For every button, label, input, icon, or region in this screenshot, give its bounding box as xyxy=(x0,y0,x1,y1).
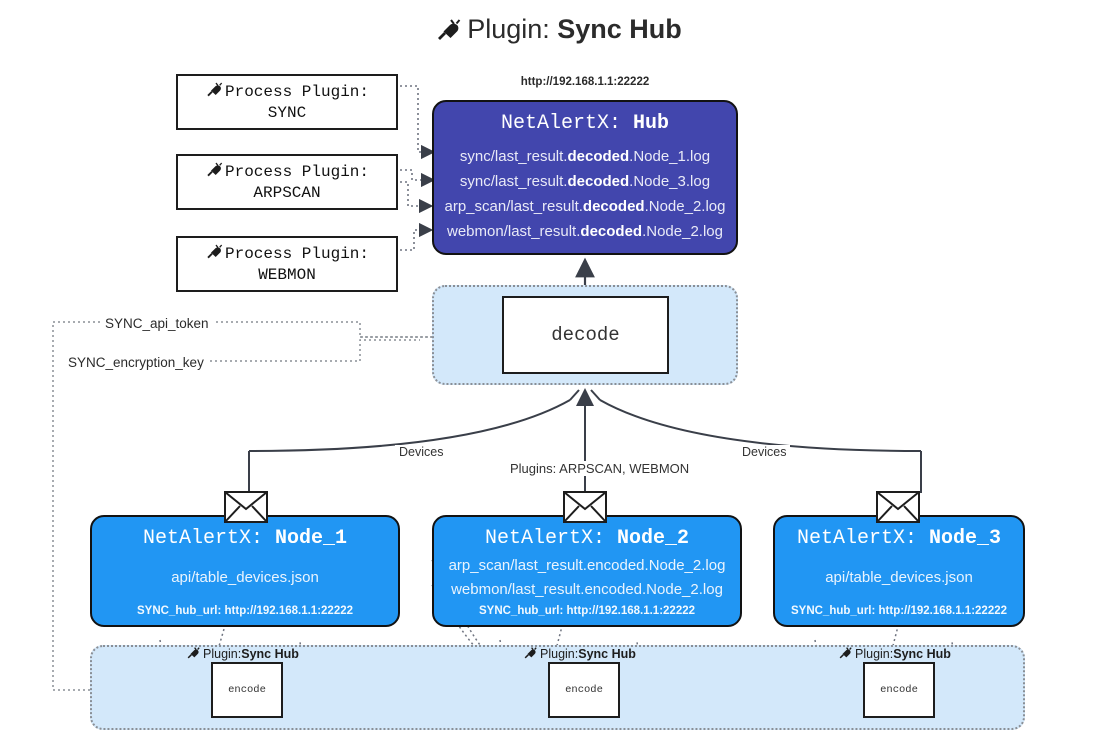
encode-box-3[interactable]: encode xyxy=(863,662,935,718)
node-box-node-1[interactable]: NetAlertX: Node_1 api/table_devices.json… xyxy=(90,515,400,627)
decode-box[interactable]: decode xyxy=(502,296,669,374)
process-plugin-heading: Process Plugin: xyxy=(224,245,370,263)
encoder-plugin-name: Sync Hub xyxy=(578,647,636,661)
node-hub-url: SYNC_hub_url: http://192.168.1.1:22222 xyxy=(790,605,1008,617)
node-name: Node_1 xyxy=(275,527,348,550)
encoder-plugin-name: Sync Hub xyxy=(241,647,299,661)
plug-icon xyxy=(205,161,223,183)
plug-icon xyxy=(205,81,223,103)
node-box-node-3[interactable]: NetAlertX: Node_3 api/table_devices.json… xyxy=(773,515,1025,627)
node-hub-url: SYNC_hub_url: http://192.168.1.1:22222 xyxy=(478,605,696,617)
hub-log-line: sync/last_result.decoded.Node_3.log xyxy=(460,169,710,194)
process-plugin-heading: Process Plugin: xyxy=(224,83,370,101)
encoder-plugin-name: Sync Hub xyxy=(893,647,951,661)
hub-box[interactable]: NetAlertX: Hub sync/last_result.decoded.… xyxy=(432,100,738,255)
process-plugin-box-arpscan[interactable]: Process Plugin: ARPSCAN xyxy=(176,154,398,210)
encoder-plugin-prefix: Plugin: xyxy=(855,647,894,661)
edge-label-plugins: Plugins: ARPSCAN, WEBMON xyxy=(506,461,694,476)
sync-encryption-key-label: SYNC_encryption_key xyxy=(64,355,208,370)
log-emphasis: decoded xyxy=(567,173,630,191)
edge-label-devices-right: Devices xyxy=(738,445,791,459)
hub-log-line: sync/last_result.decoded.Node_1.log xyxy=(460,144,710,169)
hub-app-name: NetAlertX: xyxy=(500,112,621,135)
encoder-plugin-prefix: Plugin: xyxy=(203,647,242,661)
hub-url-label: http://192.168.1.1:22222 xyxy=(520,76,650,88)
node-app-name: NetAlertX: xyxy=(484,527,605,550)
node-box-node-2[interactable]: NetAlertX: Node_2 arp_scan/last_result.e… xyxy=(432,515,742,627)
log-emphasis: decoded xyxy=(567,148,630,165)
encoder-plugin-prefix: Plugin: xyxy=(540,647,579,661)
encode-box-1[interactable]: encode xyxy=(211,662,283,718)
envelope-icon xyxy=(224,491,268,523)
plug-icon xyxy=(205,243,223,265)
encoder-plugin-label-1: Plugin: Sync Hub xyxy=(186,646,299,662)
log-suffix: .Node_2.log xyxy=(642,223,723,241)
log-prefix: webmon/last_result. xyxy=(447,223,581,241)
process-plugin-heading: Process Plugin: xyxy=(224,163,370,181)
node-path-line: api/table_devices.json xyxy=(171,568,319,586)
node-title: NetAlertX: Node_2 xyxy=(485,527,689,550)
page-title-name: Sync Hub xyxy=(557,14,682,44)
node-title: NetAlertX: Node_3 xyxy=(797,527,1001,550)
node-path-line: api/table_devices.json xyxy=(825,568,973,586)
node-path-line: webmon/last_result.encoded.Node_2.log xyxy=(451,580,723,598)
encoder-plugin-label-3: Plugin: Sync Hub xyxy=(838,646,951,662)
node-app-name: NetAlertX: xyxy=(796,527,917,550)
process-plugin-name: WEBMON xyxy=(258,266,316,284)
hub-title: NetAlertX: Hub xyxy=(501,112,669,135)
plug-icon xyxy=(186,646,200,662)
hub-log-line: arp_scan/last_result.decoded.Node_2.log xyxy=(445,194,726,219)
node-hub-url: SYNC_hub_url: http://192.168.1.1:22222 xyxy=(136,605,354,617)
encode-box-2[interactable]: encode xyxy=(548,662,620,718)
hub-role: Hub xyxy=(633,112,670,135)
page-title-prefix: Plugin: xyxy=(467,14,558,44)
log-prefix: arp_scan/last_result. xyxy=(444,198,583,216)
node-path-line: arp_scan/last_result.encoded.Node_2.log xyxy=(448,556,726,574)
node-name: Node_3 xyxy=(929,527,1002,550)
plug-icon xyxy=(838,646,852,662)
process-plugin-box-webmon[interactable]: Process Plugin: WEBMON xyxy=(176,236,398,292)
log-suffix: .Node_3.log xyxy=(629,173,711,191)
envelope-icon xyxy=(876,491,920,523)
process-plugin-box-sync[interactable]: Process Plugin: SYNC xyxy=(176,74,398,130)
log-emphasis: decoded xyxy=(582,198,645,216)
sync-api-token-label: SYNC_api_token xyxy=(101,316,213,331)
envelope-icon xyxy=(563,491,607,523)
log-prefix: sync/last_result. xyxy=(459,173,568,191)
log-emphasis: decoded xyxy=(580,223,643,241)
process-plugin-name: SYNC xyxy=(267,104,307,122)
log-prefix: sync/last_result. xyxy=(459,148,568,165)
edge-label-devices-left: Devices xyxy=(395,445,448,459)
node-app-name: NetAlertX: xyxy=(142,527,263,550)
encoder-plugin-label-2: Plugin: Sync Hub xyxy=(523,646,636,662)
plug-icon xyxy=(435,17,461,48)
node-title: NetAlertX: Node_1 xyxy=(143,527,347,550)
plug-icon xyxy=(523,646,537,662)
log-suffix: .Node_1.log xyxy=(629,148,711,165)
node-name: Node_2 xyxy=(617,527,690,550)
page-title: Plugin: Sync Hub xyxy=(0,14,1117,48)
log-suffix: .Node_2.log xyxy=(644,198,726,216)
hub-log-line: webmon/last_result.decoded.Node_2.log xyxy=(447,219,723,244)
process-plugin-name: ARPSCAN xyxy=(253,184,321,202)
